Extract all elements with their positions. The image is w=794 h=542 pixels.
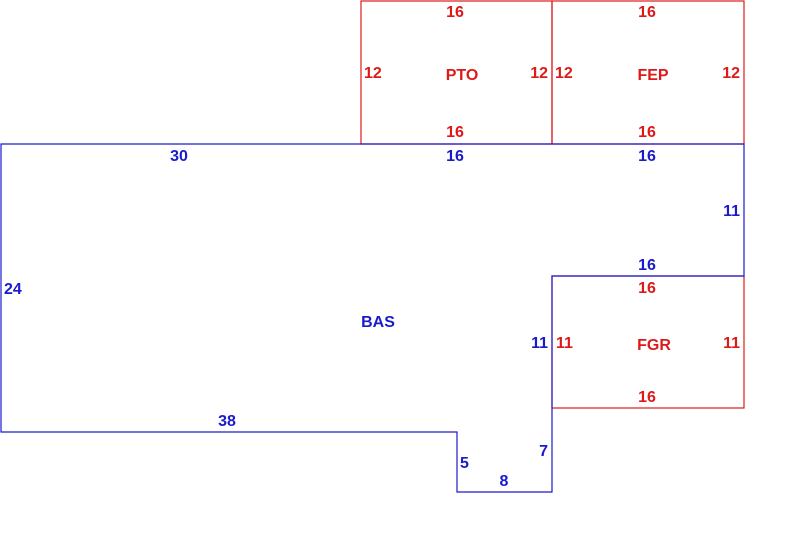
bas-dim-notch-left: 5: [460, 455, 469, 472]
fgr-dim-left: 11: [556, 335, 573, 352]
bas-dim-step-top: 16: [638, 257, 656, 274]
fgr-dim-top: 16: [638, 280, 656, 297]
fgr-dim-right: 11: [723, 335, 740, 352]
fep-dim-left: 12: [555, 65, 573, 82]
fgr-label: FGR: [637, 337, 671, 354]
pto-area: PTO 16 12 12 16: [360, 0, 553, 145]
bas-dim-left: 24: [4, 281, 22, 298]
bas-dim-step-side: 11: [531, 335, 548, 352]
bas-dim-top-right: 16: [638, 148, 656, 165]
fep-dim-top: 16: [638, 4, 656, 21]
fep-area: FEP 16 12 12 16: [551, 0, 745, 145]
fgr-area: FGR 16 11 11 16: [551, 275, 745, 409]
bas-outline: [0, 143, 745, 493]
bas-dim-top-left: 30: [170, 148, 188, 165]
bas-area: BAS 30 16 16 11 16 11 24 38 5 8 7: [0, 143, 745, 493]
bas-dim-notch-bottom: 8: [500, 473, 509, 490]
bas-dim-right-upper: 11: [723, 203, 740, 220]
bas-dim-top-mid: 16: [446, 148, 464, 165]
fgr-dim-bottom: 16: [638, 389, 656, 406]
fep-label: FEP: [637, 67, 668, 84]
bas-label: BAS: [361, 314, 395, 331]
pto-label: PTO: [446, 67, 479, 84]
pto-dim-bottom: 16: [446, 124, 464, 141]
fep-dim-right: 12: [722, 65, 740, 82]
bas-dim-bottom: 38: [218, 413, 236, 430]
pto-dim-right: 12: [530, 65, 548, 82]
fep-dim-bottom: 16: [638, 124, 656, 141]
pto-dim-left: 12: [364, 65, 382, 82]
pto-dim-top: 16: [446, 4, 464, 21]
bas-dim-notch-right: 7: [539, 443, 548, 460]
